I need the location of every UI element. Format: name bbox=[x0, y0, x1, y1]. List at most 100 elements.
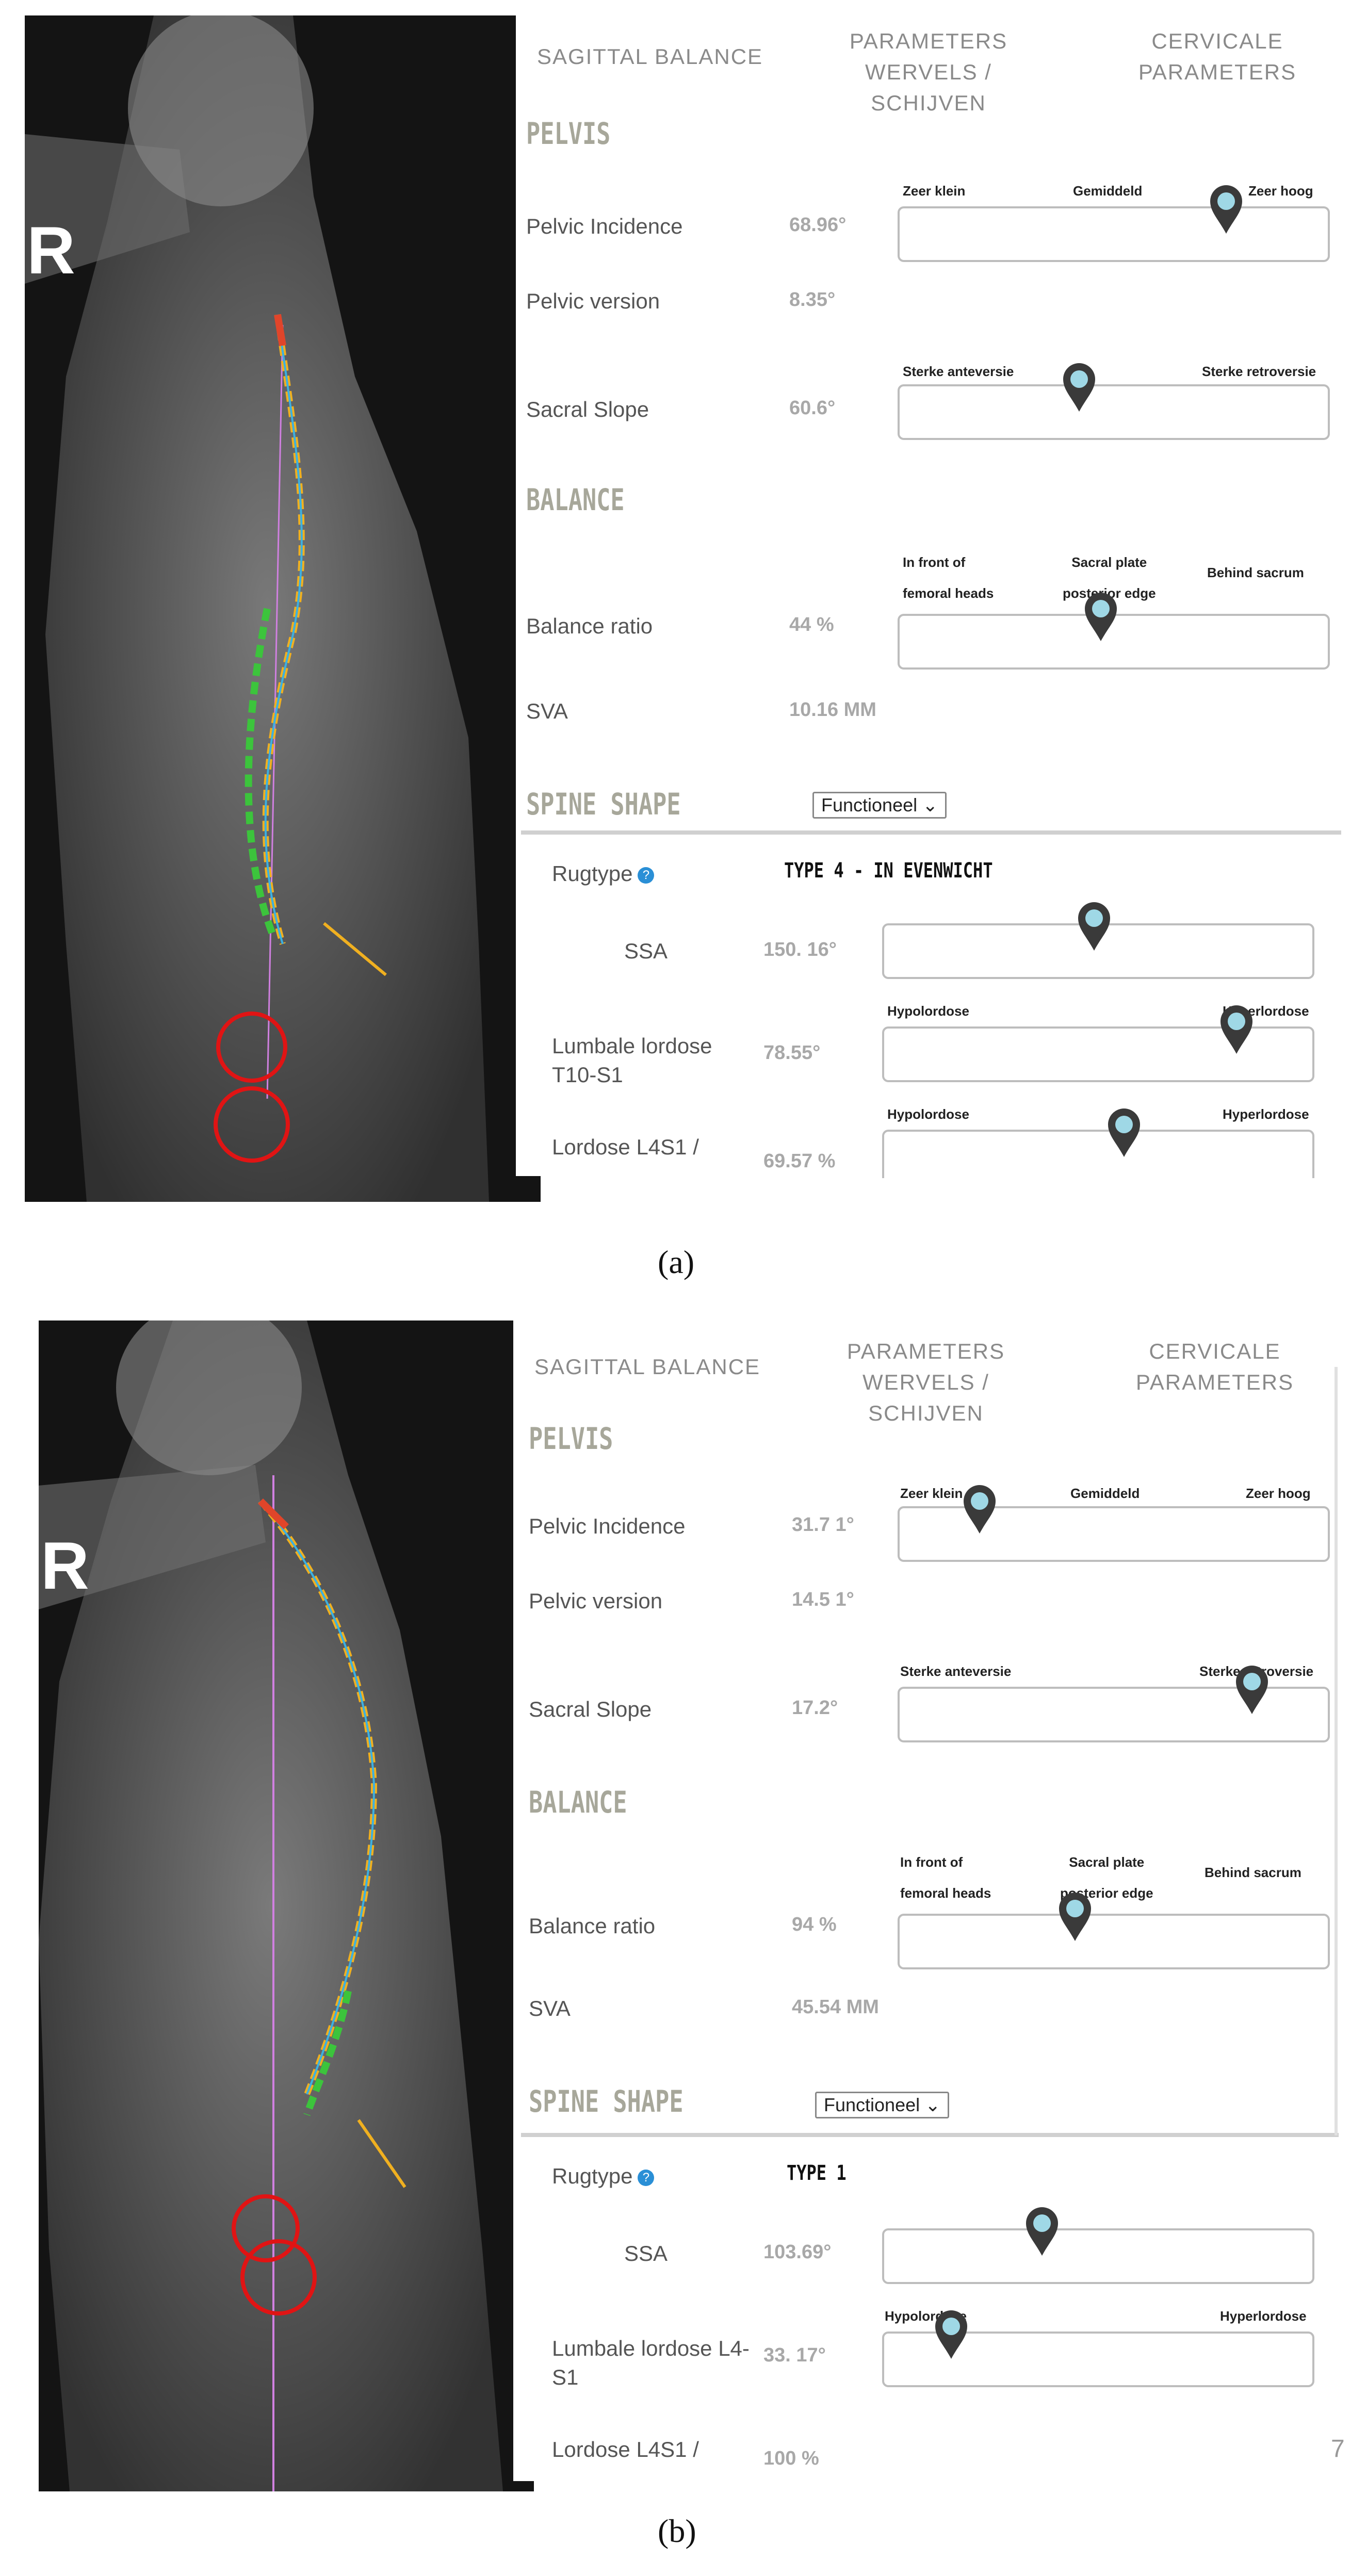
xray-overlay-b bbox=[39, 1320, 503, 2491]
pelvic-version-label: Pelvic version bbox=[529, 1589, 663, 1613]
ssa-label: SSA bbox=[624, 939, 668, 963]
sacral-slope-slider[interactable] bbox=[898, 1687, 1330, 1742]
xray-image-a: R bbox=[25, 15, 541, 1202]
slider-marker-icon[interactable] bbox=[1061, 361, 1097, 413]
lordose-l4s1-value: 100 % bbox=[763, 2448, 819, 2469]
page-number: 7 bbox=[1331, 2435, 1345, 2463]
lumbale-lordose-value: 78.55° bbox=[763, 1042, 821, 1064]
slider-tick-label: Zeer klein bbox=[903, 183, 966, 199]
help-icon[interactable]: ? bbox=[638, 867, 655, 884]
chevron-down-icon: ⌄ bbox=[922, 794, 938, 816]
slider-tick-label: Gemiddeld bbox=[1070, 1486, 1140, 1501]
slider-tick-label: Hyperlordose bbox=[1220, 2308, 1307, 2324]
balance-ratio-label: Balance ratio bbox=[529, 1914, 656, 1938]
balance-ratio-value: 94 % bbox=[792, 1914, 837, 1935]
sva-value: 10.16 MM bbox=[789, 699, 876, 721]
ssa-slider[interactable] bbox=[882, 923, 1314, 979]
xray-image-b: R bbox=[39, 1320, 534, 2491]
slider-tick-label: Sterke retroversie bbox=[1202, 364, 1316, 379]
slider-marker-icon[interactable] bbox=[1083, 591, 1119, 642]
slider-tick-label: In front of femoral heads bbox=[903, 555, 994, 601]
balance-ratio-label: Balance ratio bbox=[526, 614, 653, 638]
slider-marker-icon[interactable] bbox=[1106, 1106, 1142, 1158]
tab-sagittal-balance[interactable]: SAGITTAL BALANCE bbox=[534, 1355, 761, 1379]
slider-tick-label: Zeer klein bbox=[900, 1486, 963, 1501]
spine-shape-select[interactable]: Functioneel ⌄ bbox=[815, 2092, 950, 2118]
lordose-l4s1-slider[interactable] bbox=[882, 1130, 1314, 1178]
rugtype-label: Rugtype? bbox=[552, 861, 655, 886]
chevron-down-icon: ⌄ bbox=[925, 2094, 941, 2115]
ssa-label: SSA bbox=[624, 2241, 668, 2265]
slider-tick-label: Behind sacrum bbox=[1205, 1865, 1301, 1880]
slider-tick-label: Zeer hoog bbox=[1248, 183, 1313, 199]
spine-shape-section-title: SPINE SHAPE bbox=[526, 787, 681, 822]
slider-tick-label: Sterke anteversie bbox=[900, 1664, 1012, 1679]
slider-tick-label: Hyperlordose bbox=[1223, 1106, 1309, 1122]
slider-tick-label: In front of femoral heads bbox=[900, 1854, 991, 1901]
balance-section-title: BALANCE bbox=[526, 482, 625, 517]
ssa-slider[interactable] bbox=[882, 2228, 1314, 2284]
slider-tick-label: Gemiddeld bbox=[1073, 183, 1143, 199]
lumbale-lordose-label: Lumbale lordose L4- S1 bbox=[552, 2336, 750, 2389]
lumbale-lordose-label: Lumbale lordose T10-S1 bbox=[552, 1034, 712, 1087]
lumbale-lordose-value: 33. 17° bbox=[763, 2344, 826, 2366]
sva-label: SVA bbox=[526, 699, 568, 723]
slider-marker-icon[interactable] bbox=[1024, 2205, 1060, 2257]
sacral-slope-label: Sacral Slope bbox=[526, 397, 649, 421]
slider-marker-icon[interactable] bbox=[1057, 1890, 1093, 1942]
divider bbox=[521, 830, 1341, 835]
ssa-value: 150. 16° bbox=[763, 939, 837, 960]
ssa-value: 103.69° bbox=[763, 2241, 832, 2263]
figure-caption-b: (b) bbox=[658, 2513, 696, 2549]
panel-border bbox=[1335, 1367, 1338, 2135]
pelvic-incidence-slider[interactable] bbox=[898, 206, 1330, 262]
pelvic-incidence-value: 68.96° bbox=[789, 214, 847, 236]
spine-shape-select-value: Functioneel bbox=[824, 2094, 920, 2115]
side-marker-letter: R bbox=[41, 1528, 89, 1603]
pelvic-version-value: 8.35° bbox=[789, 289, 836, 311]
slider-tick-label: Hypolordose bbox=[887, 1003, 969, 1019]
rugtype-value: TYPE 1 bbox=[787, 2161, 847, 2185]
balance-ratio-value: 44 % bbox=[789, 614, 834, 635]
divider bbox=[521, 2133, 1339, 2137]
lordose-l4s1-label: Lordose L4S1 / bbox=[552, 2437, 699, 2461]
balance-section-title: BALANCE bbox=[529, 1785, 627, 1820]
tab-sagittal-balance[interactable]: SAGITTAL BALANCE bbox=[536, 44, 763, 69]
xray-overlay-a bbox=[25, 15, 489, 1202]
lordose-l4s1-value: 69.57 % bbox=[763, 1150, 836, 1172]
help-icon[interactable]: ? bbox=[638, 2169, 655, 2186]
sacral-slope-label: Sacral Slope bbox=[529, 1697, 652, 1721]
slider-marker-icon[interactable] bbox=[933, 2308, 969, 2360]
sacral-slope-slider[interactable] bbox=[898, 384, 1330, 440]
balance-ratio-slider[interactable] bbox=[898, 1914, 1330, 1969]
slider-tick-label: Zeer hoog bbox=[1246, 1486, 1311, 1501]
spine-shape-select-value: Functioneel bbox=[821, 794, 918, 816]
slider-tick-label: Sterke anteversie bbox=[903, 364, 1014, 379]
figure-caption-a: (a) bbox=[658, 1244, 695, 1280]
balance-ratio-slider[interactable] bbox=[898, 614, 1330, 670]
slider-marker-icon[interactable] bbox=[962, 1483, 998, 1535]
sacral-slope-value: 60.6° bbox=[789, 397, 836, 419]
lordose-l4s1-label: Lordose L4S1 / bbox=[552, 1135, 699, 1159]
slider-tick-label: Hypolordose bbox=[887, 1106, 969, 1122]
pelvic-version-label: Pelvic version bbox=[526, 289, 660, 313]
slider-marker-icon[interactable] bbox=[1234, 1664, 1270, 1715]
pelvic-version-value: 14.5 1° bbox=[792, 1589, 854, 1610]
pelvic-incidence-label: Pelvic Incidence bbox=[526, 214, 683, 238]
pelvic-incidence-label: Pelvic Incidence bbox=[529, 1514, 686, 1538]
pelvic-incidence-value: 31.7 1° bbox=[792, 1514, 854, 1536]
spine-shape-section-title: SPINE SHAPE bbox=[529, 2084, 684, 2119]
rugtype-label: Rugtype? bbox=[552, 2164, 655, 2189]
side-marker-letter: R bbox=[27, 213, 75, 288]
slider-marker-icon[interactable] bbox=[1208, 183, 1244, 235]
spine-shape-select[interactable]: Functioneel ⌄ bbox=[812, 792, 947, 819]
slider-marker-icon[interactable] bbox=[1218, 1003, 1255, 1055]
sva-value: 45.54 MM bbox=[792, 1996, 879, 2018]
slider-marker-icon[interactable] bbox=[1076, 900, 1112, 952]
